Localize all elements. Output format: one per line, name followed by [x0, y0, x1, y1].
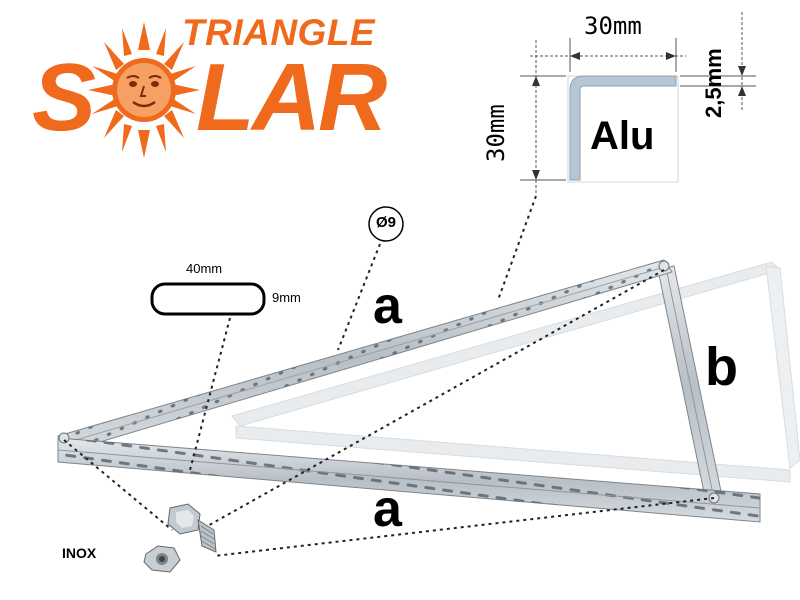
brand-letter-s: S: [32, 44, 97, 151]
part-label-a-bottom: a: [373, 480, 402, 538]
flat-bar-section: [150, 282, 266, 316]
profile-width-label: 30mm: [584, 12, 642, 40]
brand-letter-a: A: [252, 44, 322, 151]
brand-name-top: TRIANGLE: [182, 12, 376, 53]
bar-a-bottom: [57, 437, 761, 523]
part-label-a-top: a: [373, 277, 402, 335]
background-frame: [231, 261, 800, 483]
flat-bar-width-label: 40mm: [186, 261, 223, 276]
part-label-b: b: [705, 337, 738, 397]
material-label: Alu: [590, 114, 655, 158]
joint-bolt-top: [658, 260, 670, 272]
profile-thickness-label: 2,5mm: [701, 48, 726, 118]
sun-face-icon: [88, 22, 200, 158]
leader-lines: [63, 195, 715, 557]
profile-height-label: 30mm: [482, 104, 510, 162]
profile-cross-section: [520, 12, 756, 194]
hole-diameter-label: Ø9: [375, 214, 396, 231]
hardware-material-label: INOX: [62, 545, 97, 561]
bolt-nut-icon: [143, 503, 217, 573]
joint-bolt-left: [58, 432, 70, 444]
bar-a-top: [57, 259, 673, 453]
brand-letter-l: L: [196, 44, 255, 151]
brand-letter-r: R: [318, 44, 388, 151]
hole-diameter-badge: [368, 206, 404, 242]
brand-logo: TRIANGLE S L A R: [0, 0, 400, 170]
flat-bar-height-label: 9mm: [272, 290, 301, 305]
